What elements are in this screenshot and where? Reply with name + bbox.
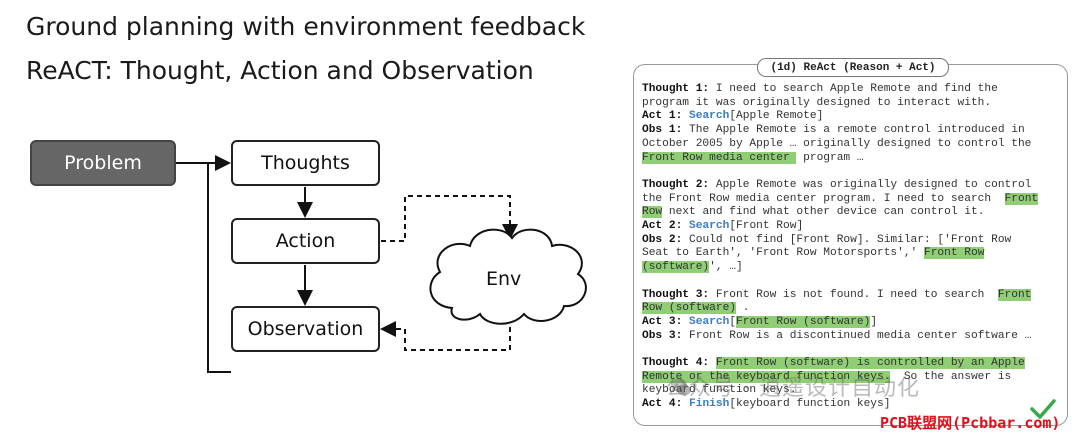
source-tag: PCB联盟网(Pcbbar.com) — [880, 414, 1061, 432]
thoughts-label: Thoughts — [261, 152, 350, 174]
action-word: Search — [689, 220, 730, 233]
action-word: Finish — [689, 398, 730, 411]
trace-text: The Apple Remote is a remote control int… — [682, 124, 1025, 137]
thoughts-box: Thoughts — [231, 140, 380, 186]
trace-line: Seat to Earth', 'Front Row Motorsports',… — [642, 247, 1062, 261]
step-keyword: Act 2: — [642, 220, 683, 233]
step-keyword: Obs 3: — [642, 329, 683, 342]
step-keyword: Act 4: — [642, 398, 683, 411]
trace-text: [Front Row] — [729, 220, 804, 233]
trace-text: October 2005 by Apple … originally desig… — [642, 137, 1032, 150]
highlight-span: Front Row — [923, 247, 985, 260]
trace-line: Row next and find what other device can … — [642, 206, 1062, 220]
trace-line: Act 1: Search[Apple Remote] — [642, 110, 1062, 124]
env-cloud — [429, 228, 587, 325]
trace-text: [keyboard function keys] — [729, 398, 891, 411]
step-keyword: Thought 4: — [642, 357, 710, 370]
trace-step: Thought 4: Front Row (software) is contr… — [642, 357, 1062, 412]
trace-text: the Front Row media center program. I ne… — [642, 192, 1005, 205]
trace-text: [Apple Remote] — [729, 110, 824, 123]
step-keyword: Act 1: — [642, 110, 683, 123]
trace-step: Thought 2: Apple Remote was originally d… — [642, 179, 1062, 275]
trace-text: ', …] — [709, 261, 743, 274]
trace-line: Thought 4: Front Row (software) is contr… — [642, 357, 1062, 371]
highlight-span: Front — [1004, 192, 1039, 205]
trace-line: Act 4: Finish[keyboard function keys] — [642, 398, 1062, 412]
trace-line: keyboard function keys. — [642, 384, 1062, 398]
problem-box: Problem — [30, 140, 176, 186]
trace-line: Obs 3: Front Row is a discontinued media… — [642, 330, 1062, 344]
step-keyword: Thought 2: — [642, 178, 710, 191]
highlight-span: (software) — [642, 261, 710, 274]
trace-text: Front Row is a discontinued media center… — [682, 329, 1032, 342]
highlight-span: Remote or the keyboard function keys. — [642, 370, 891, 383]
step-keyword: Obs 1: — [642, 124, 683, 137]
action-word: Search — [689, 315, 730, 328]
check-icon — [1030, 399, 1056, 419]
problem-label: Problem — [64, 152, 142, 174]
trace-text — [682, 220, 689, 232]
watermark-text: 公众号 · 逍遥设计自动化 — [666, 376, 920, 401]
highlight-span: Front — [997, 288, 1032, 301]
trace-line: program it was originally designed to in… — [642, 97, 1062, 111]
action-label: Action — [275, 230, 336, 252]
trace-line: Remote or the keyboard function keys. So… — [642, 370, 1062, 385]
trace-line: Thought 2: Apple Remote was originally d… — [642, 179, 1062, 193]
panel-body: Thought 1: I need to search Apple Remote… — [642, 83, 1062, 426]
feedback-loop-line — [207, 162, 231, 373]
trace-line: Obs 2: Could not find [Front Row]. Simil… — [642, 234, 1062, 248]
highlight-span: Row — [642, 206, 663, 219]
trace-text — [709, 357, 716, 369]
action-word: Search — [689, 110, 730, 123]
highlight-span: Front Row media center — [642, 151, 797, 164]
trace-line: Front Row media center program … — [642, 151, 1062, 166]
highlight-span: Front Row (software) is controlled by an… — [715, 357, 1025, 370]
trace-step: Thought 3: Front Row is not found. I nee… — [642, 288, 1062, 344]
highlight-span: Row (software) — [642, 302, 736, 315]
trace-step: Thought 1: I need to search Apple Remote… — [642, 83, 1062, 165]
env-label: Env — [486, 268, 522, 290]
panel-title: (1d) ReAct (Reason + Act) — [757, 58, 949, 77]
dashed-env-to-observation — [380, 318, 511, 351]
trace-text: Front Row is not found. I need to search — [709, 288, 998, 301]
trace-text: Apple Remote was originally designed to … — [709, 178, 1032, 191]
trace-line: Thought 3: Front Row is not found. I nee… — [642, 288, 1062, 303]
trace-text: . — [736, 302, 750, 315]
trace-text — [682, 316, 689, 328]
trace-text: program … — [796, 151, 864, 164]
trace-line: the Front Row media center program. I ne… — [642, 192, 1062, 207]
trace-text — [682, 110, 689, 122]
trace-line: Obs 1: The Apple Remote is a remote cont… — [642, 124, 1062, 138]
trace-text: ] — [870, 315, 878, 328]
trace-text: Could not find [Front Row]. Similar: ['F… — [682, 233, 1012, 246]
trace-line: October 2005 by Apple … originally desig… — [642, 138, 1062, 152]
step-keyword: Thought 1: — [642, 83, 710, 95]
observation-label: Observation — [247, 318, 364, 340]
flow-connectors — [176, 155, 587, 373]
step-keyword: Act 3: — [642, 315, 683, 328]
trace-text: [ — [729, 315, 737, 328]
trace-line: Act 2: Search[Front Row] — [642, 220, 1062, 234]
trace-text: I need to search Apple Remote and find t… — [709, 83, 998, 95]
wechat-icon — [671, 378, 691, 396]
trace-text: So the answer is — [890, 370, 1012, 383]
trace-text: keyboard function keys. — [642, 384, 797, 397]
trace-text: Seat to Earth', 'Front Row Motorsports',… — [642, 247, 924, 260]
highlight-span: Front Row (software) — [736, 315, 871, 328]
trace-text: program it was originally designed to in… — [642, 96, 992, 109]
trace-line: Thought 1: I need to search Apple Remote… — [642, 83, 1062, 97]
slide-title: Ground planning with environment feedbac… — [26, 12, 586, 41]
observation-box: Observation — [231, 306, 380, 352]
trace-line: Row (software) . — [642, 302, 1062, 316]
trace-text: next and find what other device can cont… — [662, 206, 985, 219]
trace-line: (software)', …] — [642, 261, 1062, 275]
action-box: Action — [231, 218, 380, 264]
trace-line: Act 3: Search[Front Row (software)] — [642, 315, 1062, 330]
step-keyword: Obs 2: — [642, 233, 683, 246]
slide-subtitle: ReACT: Thought, Action and Observation — [26, 56, 534, 85]
step-keyword: Thought 3: — [642, 288, 710, 301]
